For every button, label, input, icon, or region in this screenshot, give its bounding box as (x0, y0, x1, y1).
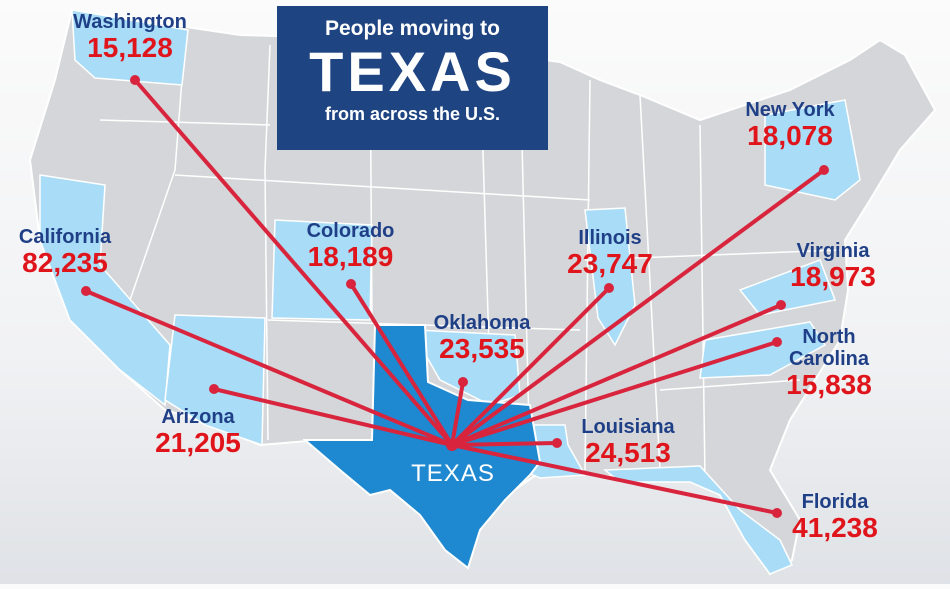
arrow-florida (450, 443, 779, 515)
state-name: Washington (73, 11, 187, 33)
state-value: 15,128 (87, 32, 173, 63)
dot-virginia (776, 300, 786, 310)
origin-states (39, 9, 861, 575)
arrow-north-carolina (450, 340, 779, 447)
arrow-virginia (450, 303, 783, 447)
label-colorado: Colorado 18,189 (278, 220, 423, 272)
arrow-new-york (450, 168, 826, 447)
title-line2: TEXAS (309, 40, 516, 103)
texas-hub-dot (446, 439, 458, 451)
state-name: Florida (801, 491, 869, 513)
label-new-york: New York 18,078 (720, 99, 860, 151)
state-value: 15,838 (786, 369, 872, 400)
arrow-oklahoma (450, 380, 465, 447)
state-name: Oklahoma (433, 312, 531, 334)
state-value: 18,189 (307, 241, 394, 272)
dot-louisiana (552, 438, 562, 448)
state-value: 24,513 (585, 437, 671, 468)
state-name: Louisiana (581, 416, 675, 438)
state-colorado (271, 219, 373, 321)
state-virginia (738, 259, 837, 316)
label-virginia: Virginia 18,973 (768, 240, 898, 292)
dot-oklahoma (458, 377, 468, 387)
state-name: Arizona (161, 406, 235, 428)
state-new-york (764, 99, 861, 201)
title-line3: from across the U.S. (324, 104, 501, 124)
arrow-arizona (212, 387, 454, 447)
title-line1: People moving to (324, 17, 500, 40)
state-name: California (18, 226, 112, 248)
label-oklahoma: Oklahoma 23,535 (402, 312, 562, 364)
dot-washington (130, 75, 140, 85)
dot-california (81, 286, 91, 296)
title-box: People moving to TEXAS from across the U… (277, 6, 548, 150)
arrow-california (84, 289, 454, 447)
texas-label: TEXAS (411, 460, 495, 487)
state-florida (602, 465, 794, 575)
dot-florida (772, 508, 782, 518)
state-value: 23,535 (439, 333, 525, 364)
arrow-louisiana (450, 441, 559, 447)
label-florida: Florida 41,238 (770, 491, 900, 543)
origin-dots (81, 75, 829, 518)
state-california (39, 174, 171, 407)
state-name: Illinois (578, 227, 642, 249)
arrow-washington (133, 78, 454, 447)
state-name: New York (745, 99, 835, 121)
state-value: 18,078 (747, 120, 833, 151)
label-arizona: Arizona 21,205 (138, 406, 258, 458)
state-north-carolina (699, 321, 827, 379)
arrow-colorado (349, 282, 454, 447)
state-value: 23,747 (567, 248, 653, 279)
state-value: 21,205 (155, 427, 241, 458)
state-name: Colorado (306, 220, 395, 242)
dot-north-carolina (772, 337, 782, 347)
state-value: 82,235 (22, 247, 108, 278)
state-name: North Carolina (788, 326, 870, 370)
arrow-illinois (450, 286, 611, 447)
label-illinois: Illinois 23,747 (545, 227, 675, 279)
state-name: Virginia (796, 240, 870, 262)
label-north-carolina: North Carolina 15,838 (770, 326, 888, 400)
state-value: 41,238 (792, 512, 878, 543)
state-arizona (164, 314, 266, 447)
label-california: California 82,235 (0, 226, 130, 278)
label-washington: Washington 15,128 (30, 11, 230, 63)
dot-colorado (346, 279, 356, 289)
state-value: 18,973 (790, 261, 876, 292)
dot-illinois (604, 283, 614, 293)
label-louisiana: Louisiana 24,513 (558, 416, 698, 468)
dot-new-york (819, 165, 829, 175)
arrow-lines (84, 78, 826, 515)
dot-arizona (209, 384, 219, 394)
